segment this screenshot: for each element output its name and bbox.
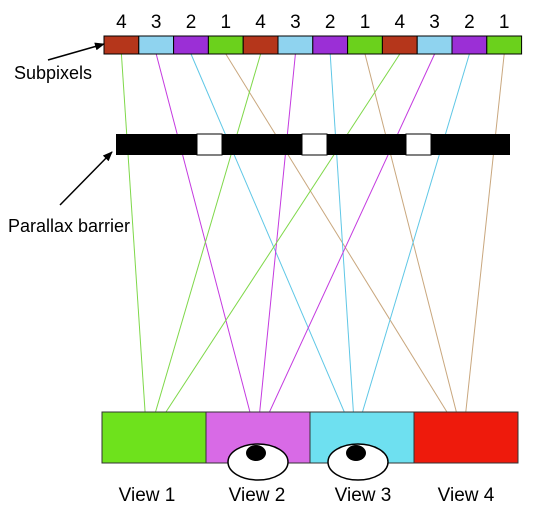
subpixel-number: 4 xyxy=(116,12,127,33)
subpixel-numbers: 4 3 2 1 4 3 2 1 4 3 2 1 xyxy=(116,12,509,33)
subpixel-number: 1 xyxy=(221,12,232,33)
view-zones xyxy=(101,411,519,464)
subpixel xyxy=(381,35,418,55)
subpixel xyxy=(416,35,453,55)
view-2-label: View 2 xyxy=(229,485,286,506)
subpixel-number: 3 xyxy=(429,12,440,33)
subpixel-number: 1 xyxy=(360,12,371,33)
light-ray xyxy=(155,53,258,440)
subpixel-number: 2 xyxy=(186,12,197,33)
barrier-label: Parallax barrier xyxy=(8,216,130,236)
barrier-arrow xyxy=(59,151,113,206)
eye xyxy=(227,443,289,481)
pupil xyxy=(346,445,366,461)
barrier-slit xyxy=(196,133,223,156)
view-4-label: View 4 xyxy=(438,485,495,506)
light-ray xyxy=(256,53,436,440)
subpixel xyxy=(242,35,279,55)
subpixel xyxy=(312,35,349,55)
view-zone xyxy=(101,411,207,464)
subpixel-strip xyxy=(103,35,523,55)
subpixel xyxy=(486,35,523,55)
subpixels-label: Subpixels xyxy=(14,63,92,83)
barrier-slit xyxy=(405,133,432,156)
eye xyxy=(327,443,389,481)
subpixel xyxy=(277,35,314,55)
parallax-barrier xyxy=(116,133,510,156)
subpixel xyxy=(138,35,175,55)
subpixel-number: 2 xyxy=(325,12,336,33)
view-3-label: View 3 xyxy=(335,485,392,506)
light-ray xyxy=(190,53,356,438)
light-ray xyxy=(354,53,470,438)
view-zone xyxy=(413,411,519,464)
subpixel-number: 4 xyxy=(255,12,266,33)
light-ray xyxy=(225,53,464,439)
subpixel-number: 4 xyxy=(395,12,406,33)
light-ray xyxy=(146,53,401,442)
view-1-label: View 1 xyxy=(119,485,176,506)
subpixel xyxy=(173,35,209,55)
light-ray xyxy=(462,53,505,439)
light-ray xyxy=(256,53,296,440)
subpixel xyxy=(207,35,244,55)
subpixel xyxy=(347,35,383,55)
subpixel xyxy=(451,35,488,55)
pupil xyxy=(246,445,266,461)
light-ray xyxy=(364,53,464,439)
light-ray xyxy=(146,53,262,442)
eyes xyxy=(227,443,389,481)
subpixels-arrow xyxy=(47,42,105,61)
light-ray xyxy=(329,53,356,438)
subpixel-number: 1 xyxy=(499,12,510,33)
subpixel-number: 3 xyxy=(290,12,301,33)
light-rays xyxy=(120,53,505,442)
subpixel-number: 2 xyxy=(464,12,475,33)
subpixel xyxy=(103,35,140,55)
subpixel-number: 3 xyxy=(151,12,162,33)
light-ray xyxy=(120,53,148,442)
barrier-slit xyxy=(301,133,328,156)
